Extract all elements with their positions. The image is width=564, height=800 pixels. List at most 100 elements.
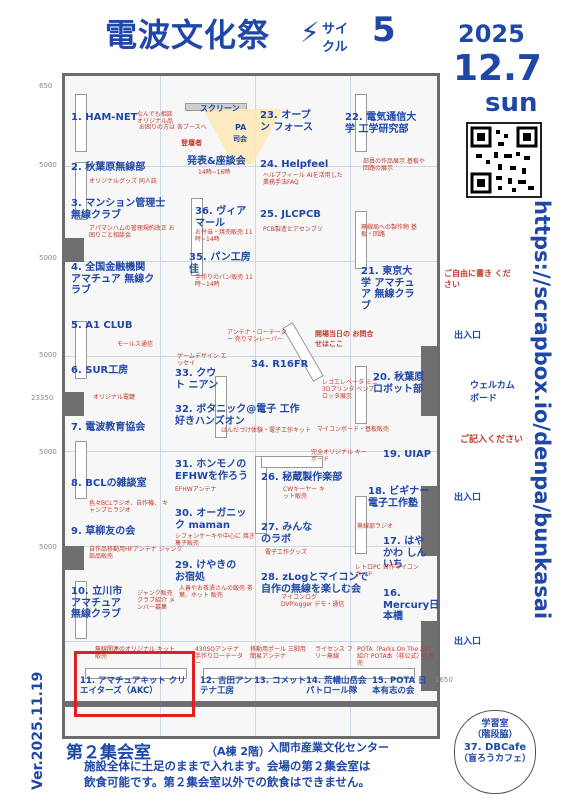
- booth-13[interactable]: 13. コメット: [254, 676, 307, 686]
- booth-33-note: ゲームデザイン エッセイ: [177, 353, 227, 368]
- floor-plan: スクリーン PA 司会 登壇者 発表&座談会 14時~16時 650 5000 …: [31, 73, 453, 739]
- booth-25[interactable]: 25. JLCPCB: [260, 209, 321, 220]
- info-desk: 開場当日の お問合せはここ: [315, 330, 374, 348]
- entrance-1[interactable]: 出入口: [454, 331, 482, 341]
- self-entry-sign: ご自由に書き ください: [444, 269, 511, 289]
- booth-14-note: ライセンス フリー無線: [315, 646, 353, 661]
- booth-11-note: 無線関連のオリジナル キット販売: [95, 646, 175, 661]
- booth-31[interactable]: 31. ホンモノの EFHWを作ろう: [175, 459, 249, 482]
- booth-17-note: 無線部ラジオ: [357, 523, 393, 530]
- booth-29[interactable]: 29. けやきの お宿処: [175, 560, 237, 583]
- booth-34[interactable]: 34. R16FR: [251, 359, 309, 370]
- booth-19[interactable]: 19. UIAP: [383, 449, 432, 460]
- booth-8-note: 色々BCLラジオ、自作機、 キャンプとラジオ: [89, 500, 168, 515]
- cafe-floor: （階段脇）: [472, 730, 518, 741]
- booth-35-note: 手作りのパン販売 11時~14時: [195, 274, 253, 289]
- event-date: 12.7: [453, 48, 542, 89]
- booth-12[interactable]: 12. 吉田アン テナ工房: [200, 676, 253, 696]
- dim-650: 650: [39, 82, 53, 90]
- booth-10-note: ジャンク販売 クラブ紹介 メンバー募集: [137, 590, 175, 612]
- booth-1[interactable]: 1. HAM-NET: [71, 112, 138, 123]
- subtitle-line2: クル: [322, 40, 348, 55]
- booth-16[interactable]: 16. Mercury日本橋: [383, 588, 440, 622]
- booth-26-note: CWキーヤー キット販売: [283, 486, 326, 501]
- dim-23350: 23350: [31, 394, 54, 402]
- booth-1-note: なんでも相談 オリジナル品: [137, 111, 174, 126]
- stage-caption: 発表&座談会: [187, 156, 246, 167]
- booth-10[interactable]: 10. 立川市 アマチュア 無線クラブ: [71, 586, 123, 620]
- booth-11[interactable]: 11. アマチュアキット クリエイターズ（AKC）: [80, 676, 186, 696]
- stage-time: 14時~16時: [198, 169, 231, 176]
- booth-28[interactable]: 28. zLogとマイコンで 自作の無線を楽しむ会: [261, 572, 369, 595]
- booth-21[interactable]: 21. 東京大学 アマチュア 無線クラブ: [361, 266, 415, 312]
- version-label: Ver.2025.11.19: [30, 671, 46, 790]
- booth-14[interactable]: 14. 荒幡山岳会 パトロール隊: [306, 676, 367, 696]
- cafe-alias: （盲ろうカフェ）: [458, 754, 531, 764]
- booth-5[interactable]: 5. A1 CLUB: [71, 320, 133, 331]
- booth-8[interactable]: 8. BCLの雑談室: [71, 478, 147, 489]
- booth-31-note: EFHWアンテナ: [175, 486, 217, 493]
- booth-16-note: レトロPC 自作マイコンボード: [355, 564, 419, 579]
- fill-in-sign: ご記入ください: [460, 435, 524, 445]
- booth-6[interactable]: 6. SUR工房: [71, 365, 129, 376]
- booth-36[interactable]: 36. ヴィア マール: [195, 206, 247, 229]
- booth-7[interactable]: 7. 電波教育協会: [71, 422, 146, 433]
- booth-4[interactable]: 4. 全国金融機関 アマチュア 無線クラブ: [71, 262, 155, 296]
- hall-building: （A棟 2階）: [206, 745, 270, 758]
- booth-21-note: 無線局への製作物 基板・回路: [361, 224, 417, 239]
- subtitle-line1: サイ: [322, 22, 349, 37]
- cafe-room: 学習室: [481, 719, 509, 729]
- booth-33[interactable]: 33. クウト ニアン: [175, 368, 219, 391]
- entrance-3[interactable]: 出入口: [454, 637, 482, 647]
- booth-18[interactable]: 18. ビギナー 電子工作塾: [368, 486, 430, 509]
- dim-1650: 1650: [435, 676, 453, 684]
- booth-2[interactable]: 2. 秋葉原無線部: [71, 162, 146, 173]
- entrance-2[interactable]: 出入口: [454, 493, 482, 503]
- dim-5000-c: 5000: [39, 351, 57, 359]
- booth-9-note: 自作品移動用HFアンテナ ジャンク部品販売: [89, 546, 183, 561]
- booth-24-note: ヘルプフィール AIを活用した業務手法FAQ: [263, 172, 343, 187]
- booth-30[interactable]: 30. オーガニック maman: [175, 508, 247, 531]
- booth-25-note: PCB製造とアセンブリ: [263, 226, 323, 233]
- booth-2-note: オリジナルグッズ 同人誌: [89, 178, 157, 185]
- hall-name: 第２集会室: [66, 743, 151, 763]
- notice-line1: 施設全体に土足のままで入れます。会場の第２集会室は: [84, 759, 371, 773]
- event-url[interactable]: https://scrapbox.io/denpa/bunkasai: [530, 200, 554, 620]
- stage-screen: スクリーン: [200, 104, 240, 113]
- booth-20-note: レゴエレベータ ミニ3Dプリンタ ペンプロッタ展示: [322, 379, 378, 401]
- event-weekday: sun: [485, 88, 538, 118]
- selection-highlight: [74, 651, 195, 717]
- booth-19-note: マイコンボード・基板販売: [317, 426, 390, 433]
- booth-18-note: 完全オリジナル キーボード: [311, 449, 367, 464]
- help-sign: お困りの方は 各ブースへ: [139, 124, 207, 131]
- lightning-icon: ⚡: [300, 16, 320, 49]
- booth-3[interactable]: 3. マンション管理士 無線クラブ: [71, 198, 166, 221]
- booth-9[interactable]: 9. 草柳友の会: [71, 526, 136, 537]
- booth-12-note: 430SQアンテナ 手作りローテーター: [195, 646, 244, 668]
- booth-28-note: マイコンログ DVPlogger デモ・通信: [281, 594, 345, 609]
- facility-name: 入間市産業文化センター: [268, 741, 389, 754]
- booth-22[interactable]: 22. 電気通信大学 工学研究部: [345, 112, 417, 135]
- booth-3-note: アパマンハムの管理規約改正 お困りごと相談会: [89, 225, 175, 240]
- dim-5000-a: 5000: [39, 161, 57, 169]
- booth-27[interactable]: 27. みんな のラボ: [261, 522, 313, 545]
- booth-32-note: はんだづけ体験・電子工作キット: [221, 427, 312, 434]
- booth-32[interactable]: 32. ボタニック@電子 工作好きハンズオン: [175, 404, 300, 427]
- booth-15[interactable]: 15. POTA 日本有志の会: [372, 676, 427, 696]
- booth-20[interactable]: 20. 秋葉原 ロボット部: [373, 372, 425, 395]
- stage-mc: 司会: [233, 135, 247, 143]
- dim-5000-e: 5000: [39, 543, 57, 551]
- event-title: 電波文化祭: [105, 16, 271, 54]
- stage-speaker: 登壇者: [181, 139, 202, 147]
- booth-35[interactable]: 35. パン工房 佳: [189, 252, 251, 275]
- event-year: 2025: [458, 20, 525, 48]
- cafe-bubble[interactable]: 学習室 （階段脇） 37. DBCafe （盲ろうカフェ）: [454, 710, 536, 794]
- booth-17[interactable]: 17. はやかわ しんいち: [383, 536, 427, 570]
- booth-23[interactable]: 23. オープン フォース: [260, 110, 313, 133]
- stage-pa: PA: [235, 123, 247, 132]
- booth-29-note: 入善やお茶漬さんの飯売 茶葉、ホット 販売: [179, 585, 253, 600]
- booth-24[interactable]: 24. Helpfeel: [260, 159, 329, 170]
- qr-code-icon[interactable]: [466, 122, 542, 198]
- booth-26[interactable]: 26. 秘蔵製作楽部: [261, 472, 343, 483]
- booth-15-note: POTA（Parks On The Air）紹介 POTA本（非公式）の販売: [357, 646, 435, 668]
